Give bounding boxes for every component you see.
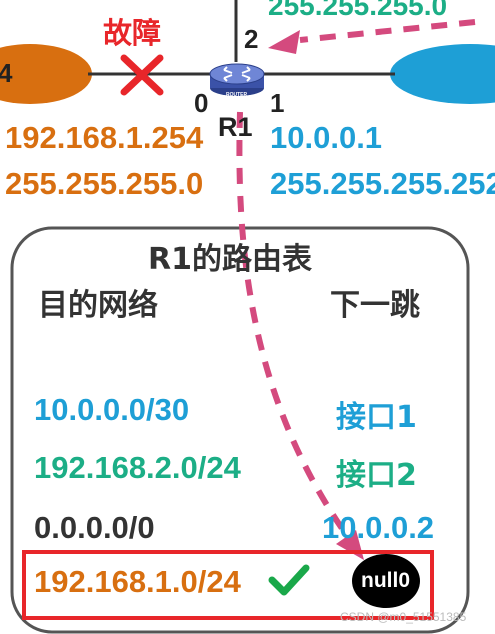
highlight-row-destination: 192.168.1.0/24 [34,564,241,599]
router-port-top: 2 [244,24,259,54]
column-header-next-hop: 下一跳 [330,288,420,323]
left-network-label: 4 [0,58,13,88]
highlight-row-box [22,550,434,620]
router-port-right: 1 [270,88,285,118]
check-icon [268,564,310,596]
left-interface-mask: 255.255.255.0 [5,166,204,201]
left-network-ellipse [0,44,92,104]
row-3-destination: 0.0.0.0/0 [34,510,155,545]
right-interface-ip: 10.0.0.1 [270,120,383,155]
row-2-destination: 192.168.2.0/24 [34,450,241,485]
right-network-ellipse [390,44,495,104]
router-port-left: 0 [194,88,209,118]
dashed-arrow-top [268,19,476,54]
row-1-next-hop: 接口1 [336,400,417,435]
fault-x-icon [120,54,164,96]
watermark: CSDN @m0_51551385 [340,610,467,624]
null0-label: null0 [361,569,411,592]
row-1-destination: 10.0.0.0/30 [34,392,190,427]
row-3-next-hop: 10.0.0.2 [322,510,435,545]
row-2-next-hop: 接口2 [336,458,417,493]
fault-label: 故障 [103,16,162,50]
left-interface-ip: 192.168.1.254 [5,120,204,155]
routing-table-title: R1的路由表 [148,242,312,277]
router-icon-text: ROUTER [226,92,248,98]
null0-circle [352,554,420,608]
column-header-destination: 目的网络 [38,288,158,323]
router-icon [209,63,265,96]
right-interface-mask: 255.255.255.252 [270,166,495,201]
top-right-mask: 255.255.255.0 [268,0,448,21]
router-name: R1 [218,112,253,142]
